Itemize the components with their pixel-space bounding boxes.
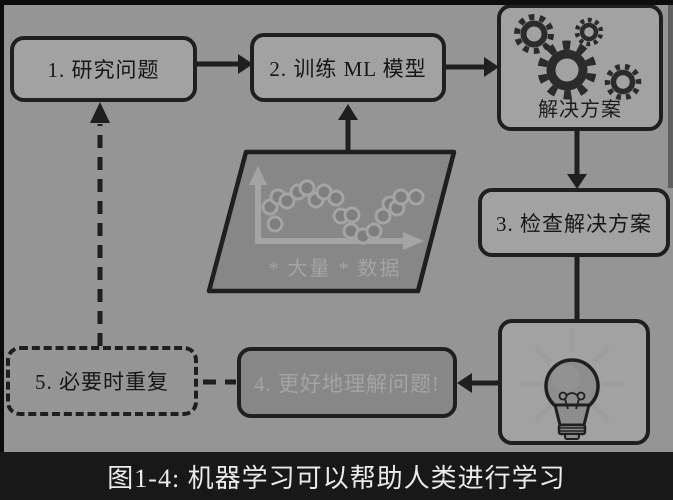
arrow-lightbulb-to-step4 <box>457 373 499 393</box>
left-border <box>0 0 4 452</box>
idea-box <box>498 319 650 445</box>
flow-node-step1: 1. 研究问题 <box>10 36 197 102</box>
flow-node-step3: 3. 检查解决方案 <box>478 188 670 257</box>
arrow-step2-to-solution <box>446 57 499 77</box>
flow-node-step5: 5. 必要时重复 <box>6 346 198 416</box>
arrow-data-to-step2 <box>338 104 358 152</box>
arrow-solution-to-step3 <box>567 129 587 189</box>
scatter-plot-icon <box>249 166 425 250</box>
scatter-points <box>261 179 425 245</box>
dashed-arrow-step5-to-step1 <box>90 102 110 346</box>
data-parallelogram-label: * 大量 * 数据 <box>268 258 402 280</box>
solution-box-label: 解决方案 <box>538 99 622 121</box>
arrow-step1-to-step2 <box>197 54 253 74</box>
flow-node-step3-label: 3. 检查解决方案 <box>496 211 652 236</box>
top-border <box>0 0 673 5</box>
flow-node-step4: 4. 更好地理解问题! <box>237 347 457 418</box>
flow-node-step2: 2. 训练 ML 模型 <box>250 33 446 102</box>
flow-node-step4-label: 4. 更好地理解问题! <box>254 371 440 396</box>
connector-layer <box>90 54 587 393</box>
data-parallelogram <box>206 149 457 294</box>
flow-node-step1-label: 1. 研究问题 <box>47 58 160 82</box>
gears-icon <box>514 14 642 101</box>
flow-node-step2-label: 2. 训练 ML 模型 <box>269 56 427 81</box>
solution-box: 解决方案 <box>497 4 663 131</box>
right-border <box>668 5 673 188</box>
figure-caption: 图1-4: 机器学习可以帮助人类进行学习 <box>107 463 566 493</box>
caption-bar: 图1-4: 机器学习可以帮助人类进行学习 <box>0 452 673 500</box>
flow-node-step5-label: 5. 必要时重复 <box>35 370 169 394</box>
lightbulb-icon <box>520 329 624 440</box>
